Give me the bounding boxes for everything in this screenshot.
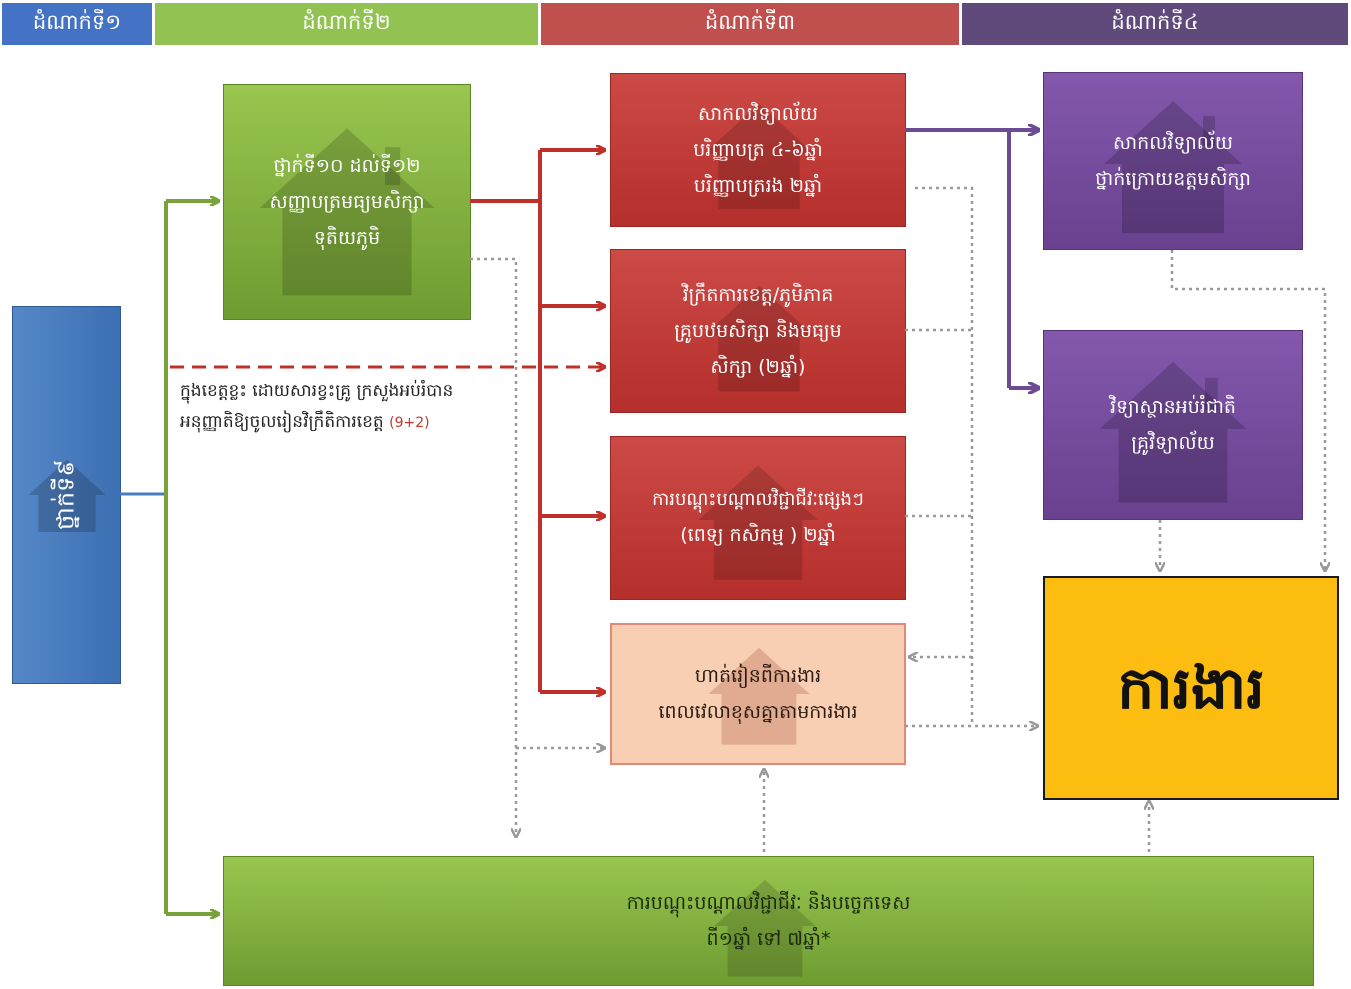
upper-secondary-box: ថ្នាក់ទី១០ ដល់ទី១២ សញ្ញាបត្រមធ្យមសិក្សា … xyxy=(223,84,471,320)
national-institute-line-2: គ្រូវិទ្យាល័យ xyxy=(1131,432,1215,454)
note-text: ក្នុងខេត្តខ្លះ ដោយសារខ្វះគ្រូ ក្រសួងអប់រ… xyxy=(180,381,454,432)
note-tag: (9+2) xyxy=(389,414,430,431)
stage-4-label: ដំណាក់ទី៤ xyxy=(1111,9,1199,34)
national-institute-box: វិទ្យាស្ថានអប់រំជាតិ គ្រូវិទ្យាល័យ xyxy=(1043,330,1303,520)
purple-connectors xyxy=(905,130,1037,388)
dotted-connectors xyxy=(470,186,1325,852)
teacher-college-line-3: សិក្សា (២ឆ្នាំ) xyxy=(710,356,806,379)
postgrad-line-1: សាកលវិទ្យាល័យ xyxy=(1113,131,1233,154)
house-icon xyxy=(259,128,435,296)
vocational-short-box: ការបណ្តុះបណ្តាលវិជ្ជាជីវៈ និងបច្ចេកទេស ព… xyxy=(223,856,1314,986)
house-icon xyxy=(708,647,810,745)
house-icon xyxy=(1104,101,1242,233)
university-box: សាកលវិទ្យាល័យ បរិញ្ញាបត្រ ៤-៦ឆ្នាំ បរិញ្… xyxy=(610,73,906,227)
postgrad-box: សាកលវិទ្យាល័យ ថ្នាក់ក្រោយឧត្តមសិក្សា xyxy=(1043,72,1303,250)
stage-2-header: ដំណាក់ទី២ xyxy=(155,3,538,45)
note-text-block: ក្នុងខេត្តខ្លះ ដោយសារខ្វះគ្រូ ក្រសួងអប់រ… xyxy=(180,376,510,437)
stage-1-label: ដំណាក់ទី១ xyxy=(32,9,122,34)
house-icon xyxy=(698,465,818,580)
house-icon xyxy=(1099,361,1247,503)
upper-secondary-line-2: សញ្ញាបត្រមធ្យមសិក្សា xyxy=(269,190,425,213)
vocational-2yr-line-1: ការបណ្តុះបណ្តាលវិជ្ជាជីវៈផ្សេងៗ xyxy=(652,488,864,510)
workplace-training-box: ហាត់រៀនពីការងារ ពេលវេលាខុសគ្នាតាមការងារ xyxy=(610,623,906,765)
teacher-college-box: វិក្រឹតការខេត្ត/ភូមិភាគ គ្រូបឋមសិក្សា និ… xyxy=(610,249,906,413)
teacher-college-line-1: វិក្រឹតការខេត្ត/ភូមិភាគ xyxy=(682,283,834,306)
upper-secondary-line-3: ទុតិយភូមិ xyxy=(313,227,381,250)
house-icon xyxy=(28,459,106,532)
house-icon xyxy=(714,879,816,977)
vocational-short-line-2: ពី១ឆ្នាំ ទៅ ៧ឆ្នាំ* xyxy=(706,928,831,950)
workplace-training-line-2: ពេលវេលាខុសគ្នាតាមការងារ xyxy=(658,701,858,723)
red-connectors xyxy=(470,150,604,692)
teacher-college-line-2: គ្រូបឋមសិក្សា និងមធ្យម xyxy=(674,319,842,342)
postgrad-line-2: ថ្នាក់ក្រោយឧត្តមសិក្សា xyxy=(1095,168,1251,190)
grade-9-box: ថ្នាក់ទី៩ xyxy=(12,306,121,684)
university-line-1: សាកលវិទ្យាល័យ xyxy=(698,102,818,125)
national-institute-line-1: វិទ្យាស្ថានអប់រំជាតិ xyxy=(1110,395,1236,418)
vocational-2yr-box: ការបណ្តុះបណ្តាលវិជ្ជាជីវៈផ្សេងៗ (ពេទ្យ ក… xyxy=(610,436,906,600)
employment-box: ការងារ xyxy=(1043,576,1339,800)
green-connectors xyxy=(164,201,218,914)
house-icon xyxy=(703,103,815,210)
employment-label: ការងារ xyxy=(1117,653,1265,722)
stage-2-label: ដំណាក់ទី២ xyxy=(302,9,391,34)
vocational-short-line-1: ការបណ្តុះបណ្តាលវិជ្ជាជីវៈ និងបច្ចេកទេស xyxy=(626,891,911,914)
workplace-training-line-1: ហាត់រៀនពីការងារ xyxy=(694,664,822,687)
stage-4-header: ដំណាក់ទី៤ xyxy=(962,3,1348,45)
upper-secondary-line-1: ថ្នាក់ទី១០ ដល់ទី១២ xyxy=(273,154,421,177)
vocational-2yr-line-2: (ពេទ្យ កសិកម្ម ) ២ឆ្នាំ xyxy=(680,524,836,547)
stage-3-label: ដំណាក់ទី៣ xyxy=(704,9,796,34)
stage-1-header: ដំណាក់ទី១ xyxy=(2,3,152,45)
stage-3-header: ដំណាក់ទី៣ xyxy=(541,3,959,45)
university-line-2: បរិញ្ញាបត្រ ៤-៦ឆ្នាំ xyxy=(693,138,823,161)
university-line-3: បរិញ្ញាបត្ររង ២ឆ្នាំ xyxy=(693,175,823,198)
house-icon xyxy=(703,285,815,392)
